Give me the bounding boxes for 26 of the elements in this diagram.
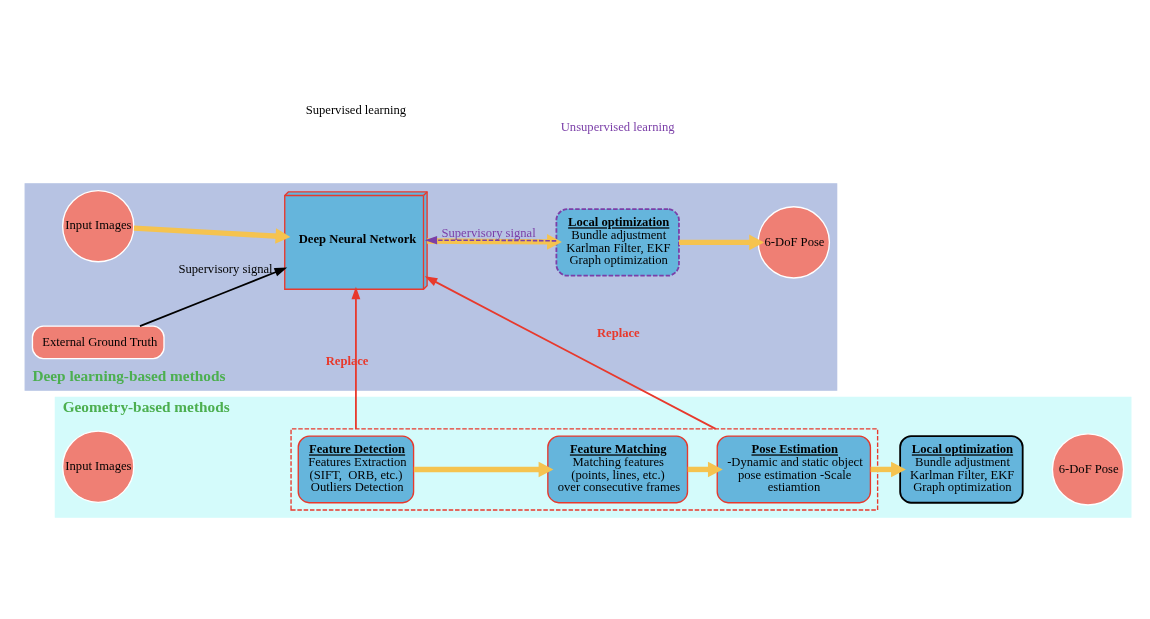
node-box: Feature Detection Features Extraction (SIFT, ORB, etc.) Outliers Detection [297,435,415,504]
label: Supervised learning [305,103,407,118]
node-circle: 6-DoF Pose [1051,433,1125,506]
node-circle: 6-DoF Pose [757,206,831,279]
node-box: Local optimization Bundle adjustment Karlman Filter, EKF Graph optimization [899,435,1024,504]
node-box: Local optimization Bundle adjustment Karlman Filter, EKF Graph optimization [555,208,680,277]
arrow [351,286,361,430]
arrow [424,276,717,430]
node-box: Feature Matching Matching features (points, lines, etc.) over consecutive frames [547,435,689,504]
arrow [133,225,291,244]
label: Unsupervised learning [560,120,675,135]
arrow [413,461,554,478]
node-circle: Input Images [61,430,135,503]
arrow [427,234,562,250]
arrow [687,461,723,478]
cluster [290,428,879,511]
arrow [679,234,765,251]
node-circle: Input Images [61,189,135,263]
node-box: External Ground Truth [31,325,165,360]
arrow [870,461,906,478]
edge-label: Supervisory signal [178,262,273,277]
arrow [139,267,288,328]
arrow [424,235,558,245]
node-box: Pose Estimation -Dynamic and static object pose estimation -Scale estiamtion [716,435,872,504]
edge-label: Replace [596,326,640,341]
edge-label: Supervisory signal [441,226,536,241]
